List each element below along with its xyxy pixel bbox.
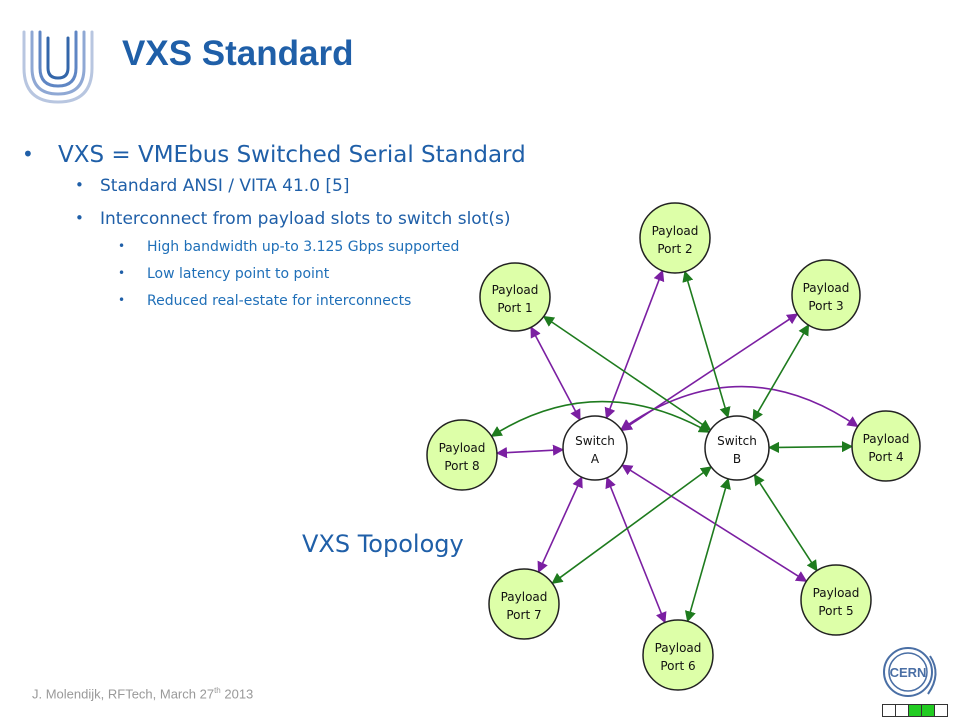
payload-port-label: Port 8 <box>444 459 479 473</box>
switch-label: A <box>591 452 600 466</box>
link-B-p1 <box>542 315 712 431</box>
link-A-p1 <box>530 326 581 421</box>
payload-port-label: Port 6 <box>660 659 695 673</box>
payload-port-circle <box>800 564 872 636</box>
footer-year: 2013 <box>220 686 254 702</box>
payload-port-circle <box>426 419 498 491</box>
diagram-caption: VXS Topology <box>302 530 464 558</box>
payload-port-label: Payload <box>803 281 850 295</box>
payload-port-label: Port 5 <box>818 604 853 618</box>
switch-label: B <box>733 452 741 466</box>
link-B-p8 <box>490 400 711 437</box>
link-B-p2 <box>682 270 731 419</box>
footer: J. Molendijk, RFTech, March 27th 2013 <box>32 686 253 701</box>
switch-label: Switch <box>717 434 757 448</box>
link-A-p7 <box>537 476 583 574</box>
link-A-p5 <box>621 464 808 583</box>
slide-nav-boxes <box>882 704 948 717</box>
payload-port-label: Port 2 <box>657 242 692 256</box>
slide-title: VXS Standard <box>122 34 354 73</box>
switch-label: Switch <box>575 434 615 448</box>
payload-port-label: Port 4 <box>868 450 903 464</box>
payload-port-label: Payload <box>501 590 548 604</box>
payload-port-label: Port 7 <box>506 608 541 622</box>
switch-circle <box>704 415 770 481</box>
footer-sup: th <box>214 686 221 695</box>
payload-port-label: Port 3 <box>808 299 843 313</box>
footer-text: J. Molendijk, RFTech, March 27 <box>32 686 215 702</box>
link-A-p8 <box>495 444 565 459</box>
link-B-p6 <box>684 477 731 623</box>
payload-port-label: Payload <box>492 283 539 297</box>
link-B-p5 <box>753 473 818 572</box>
link-B-p4 <box>767 440 854 454</box>
payload-port-circle <box>488 568 560 640</box>
payload-port-label: Payload <box>439 441 486 455</box>
payload-port-label: Port 1 <box>497 301 532 315</box>
payload-port-circle <box>642 619 714 691</box>
cern-logo-text: CERN <box>890 665 927 680</box>
switch-circle <box>562 415 628 481</box>
u-logo <box>22 30 94 104</box>
link-B-p3 <box>752 324 810 422</box>
link-A-p2 <box>604 269 665 420</box>
payload-port-label: Payload <box>655 641 702 655</box>
link-A-p6 <box>605 476 667 624</box>
payload-port-label: Payload <box>863 432 910 446</box>
cern-logo: CERN <box>883 647 937 697</box>
payload-port-circle <box>791 259 861 331</box>
payload-port-circle <box>479 262 551 332</box>
payload-port-circle <box>639 202 711 274</box>
payload-port-label: Payload <box>652 224 699 238</box>
payload-port-label: Payload <box>813 586 860 600</box>
link-B-p7 <box>551 466 713 584</box>
payload-port-circle <box>851 410 921 482</box>
